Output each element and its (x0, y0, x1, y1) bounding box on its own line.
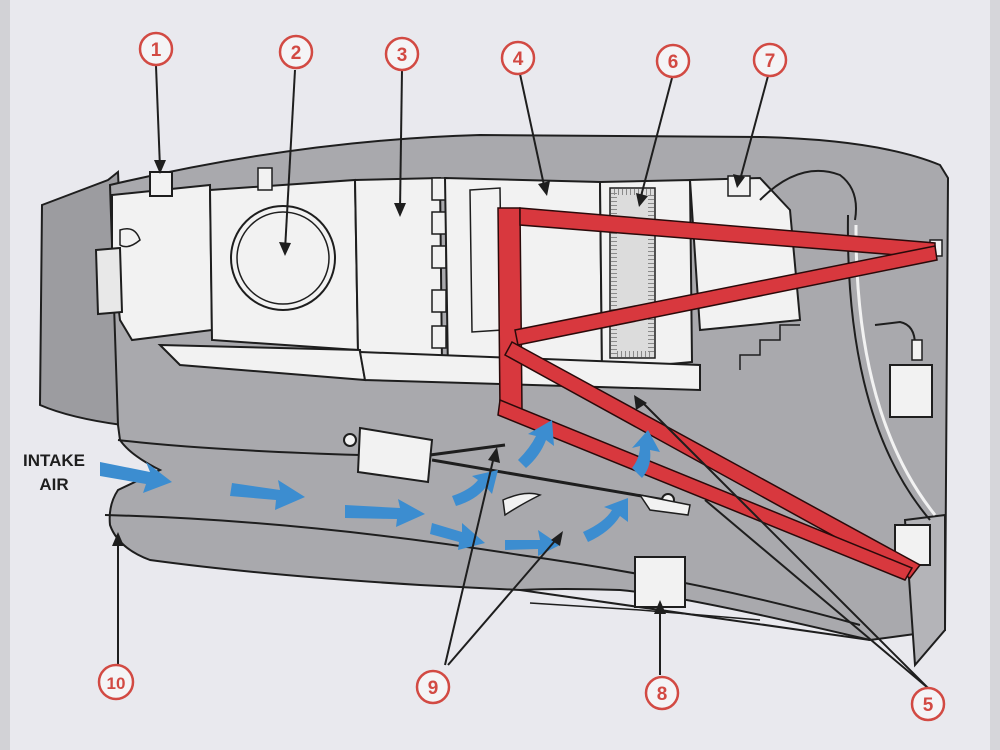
connector (911, 339, 923, 361)
airflow-arrow-icon (230, 480, 305, 510)
callout-label: 3 (397, 45, 408, 66)
oil-line-top (759, 169, 857, 221)
callout-label: 7 (765, 51, 776, 72)
accessory-gearbox (111, 183, 214, 342)
airflow-arrow-icon (518, 420, 554, 468)
engine-mount-frame (497, 207, 938, 581)
compressor-scroll-inner (236, 211, 330, 305)
callout-10: 10 (97, 663, 135, 701)
linkage-rod (431, 458, 666, 502)
numbered-circle-icon (415, 669, 451, 705)
page-edge-right (990, 0, 1000, 750)
bellcrank (638, 493, 691, 516)
linkage-pivot-left (343, 433, 357, 447)
callout-8: 8 (644, 675, 680, 711)
callout-label: 10 (107, 674, 126, 693)
intake-label-line1: INTAKE (23, 451, 85, 470)
airflow-arrow-icon (430, 523, 485, 550)
drain-box (634, 556, 686, 608)
inlet-upper-wall (117, 439, 361, 456)
airflow-arrow-icon (345, 499, 425, 527)
front-flange (94, 246, 124, 316)
airflow-arrow-icon (583, 498, 628, 542)
numbered-circle-icon (752, 42, 788, 78)
numbered-circle-icon (655, 43, 691, 79)
numbered-circle-icon (644, 675, 680, 711)
stepped-bracket (739, 324, 800, 370)
callout-label: 1 (151, 40, 162, 61)
callout-label: 4 (513, 49, 524, 70)
leader-lines (117, 65, 929, 689)
filler-cap (149, 171, 173, 197)
compressor-bracket (257, 167, 273, 191)
numbered-circle-icon (97, 663, 135, 701)
intake-label-line2: AIR (39, 475, 68, 494)
compressor-scroll (230, 205, 336, 311)
inlet-lower-wall (104, 514, 861, 626)
callout-3: 3 (384, 36, 420, 72)
callout-label: 5 (923, 695, 934, 716)
bottom-stringer (529, 602, 761, 621)
callout-label: 6 (668, 52, 679, 73)
bolt-flange (431, 177, 447, 349)
actuator-body (356, 426, 434, 484)
callout-7: 7 (752, 42, 788, 78)
leader-arrowheads (112, 160, 745, 614)
callout-label: 8 (657, 684, 668, 705)
numbered-circle-icon (910, 686, 946, 722)
inlet-screen-mesh (611, 189, 654, 357)
page-edge-left (0, 0, 10, 750)
callout-4: 4 (500, 40, 536, 76)
electrical-box (889, 364, 933, 418)
actuator-rod-upper (429, 443, 506, 457)
airflow-arrows (100, 420, 660, 556)
inlet-vane (502, 492, 542, 517)
intake-air-label: INTAKE AIR (23, 451, 85, 494)
airflow-arrow-icon (632, 430, 660, 478)
callout-1: 1 (138, 31, 174, 67)
callout-9: 9 (415, 669, 451, 705)
callout-label: 2 (291, 43, 302, 64)
callout-2: 2 (278, 34, 314, 70)
callout-6: 6 (655, 43, 691, 79)
airflow-arrow-icon (452, 470, 498, 506)
callout-label: 9 (428, 678, 439, 699)
numbered-circle-icon (500, 40, 536, 76)
numbered-circle-icon (138, 31, 174, 67)
numbered-circle-icon (384, 36, 420, 72)
gearbox-hook (119, 228, 141, 248)
numbered-circle-icon (278, 34, 314, 70)
callout-5: 5 (910, 686, 946, 722)
lower-manifold (358, 350, 701, 392)
airflow-arrow-icon (100, 462, 172, 493)
